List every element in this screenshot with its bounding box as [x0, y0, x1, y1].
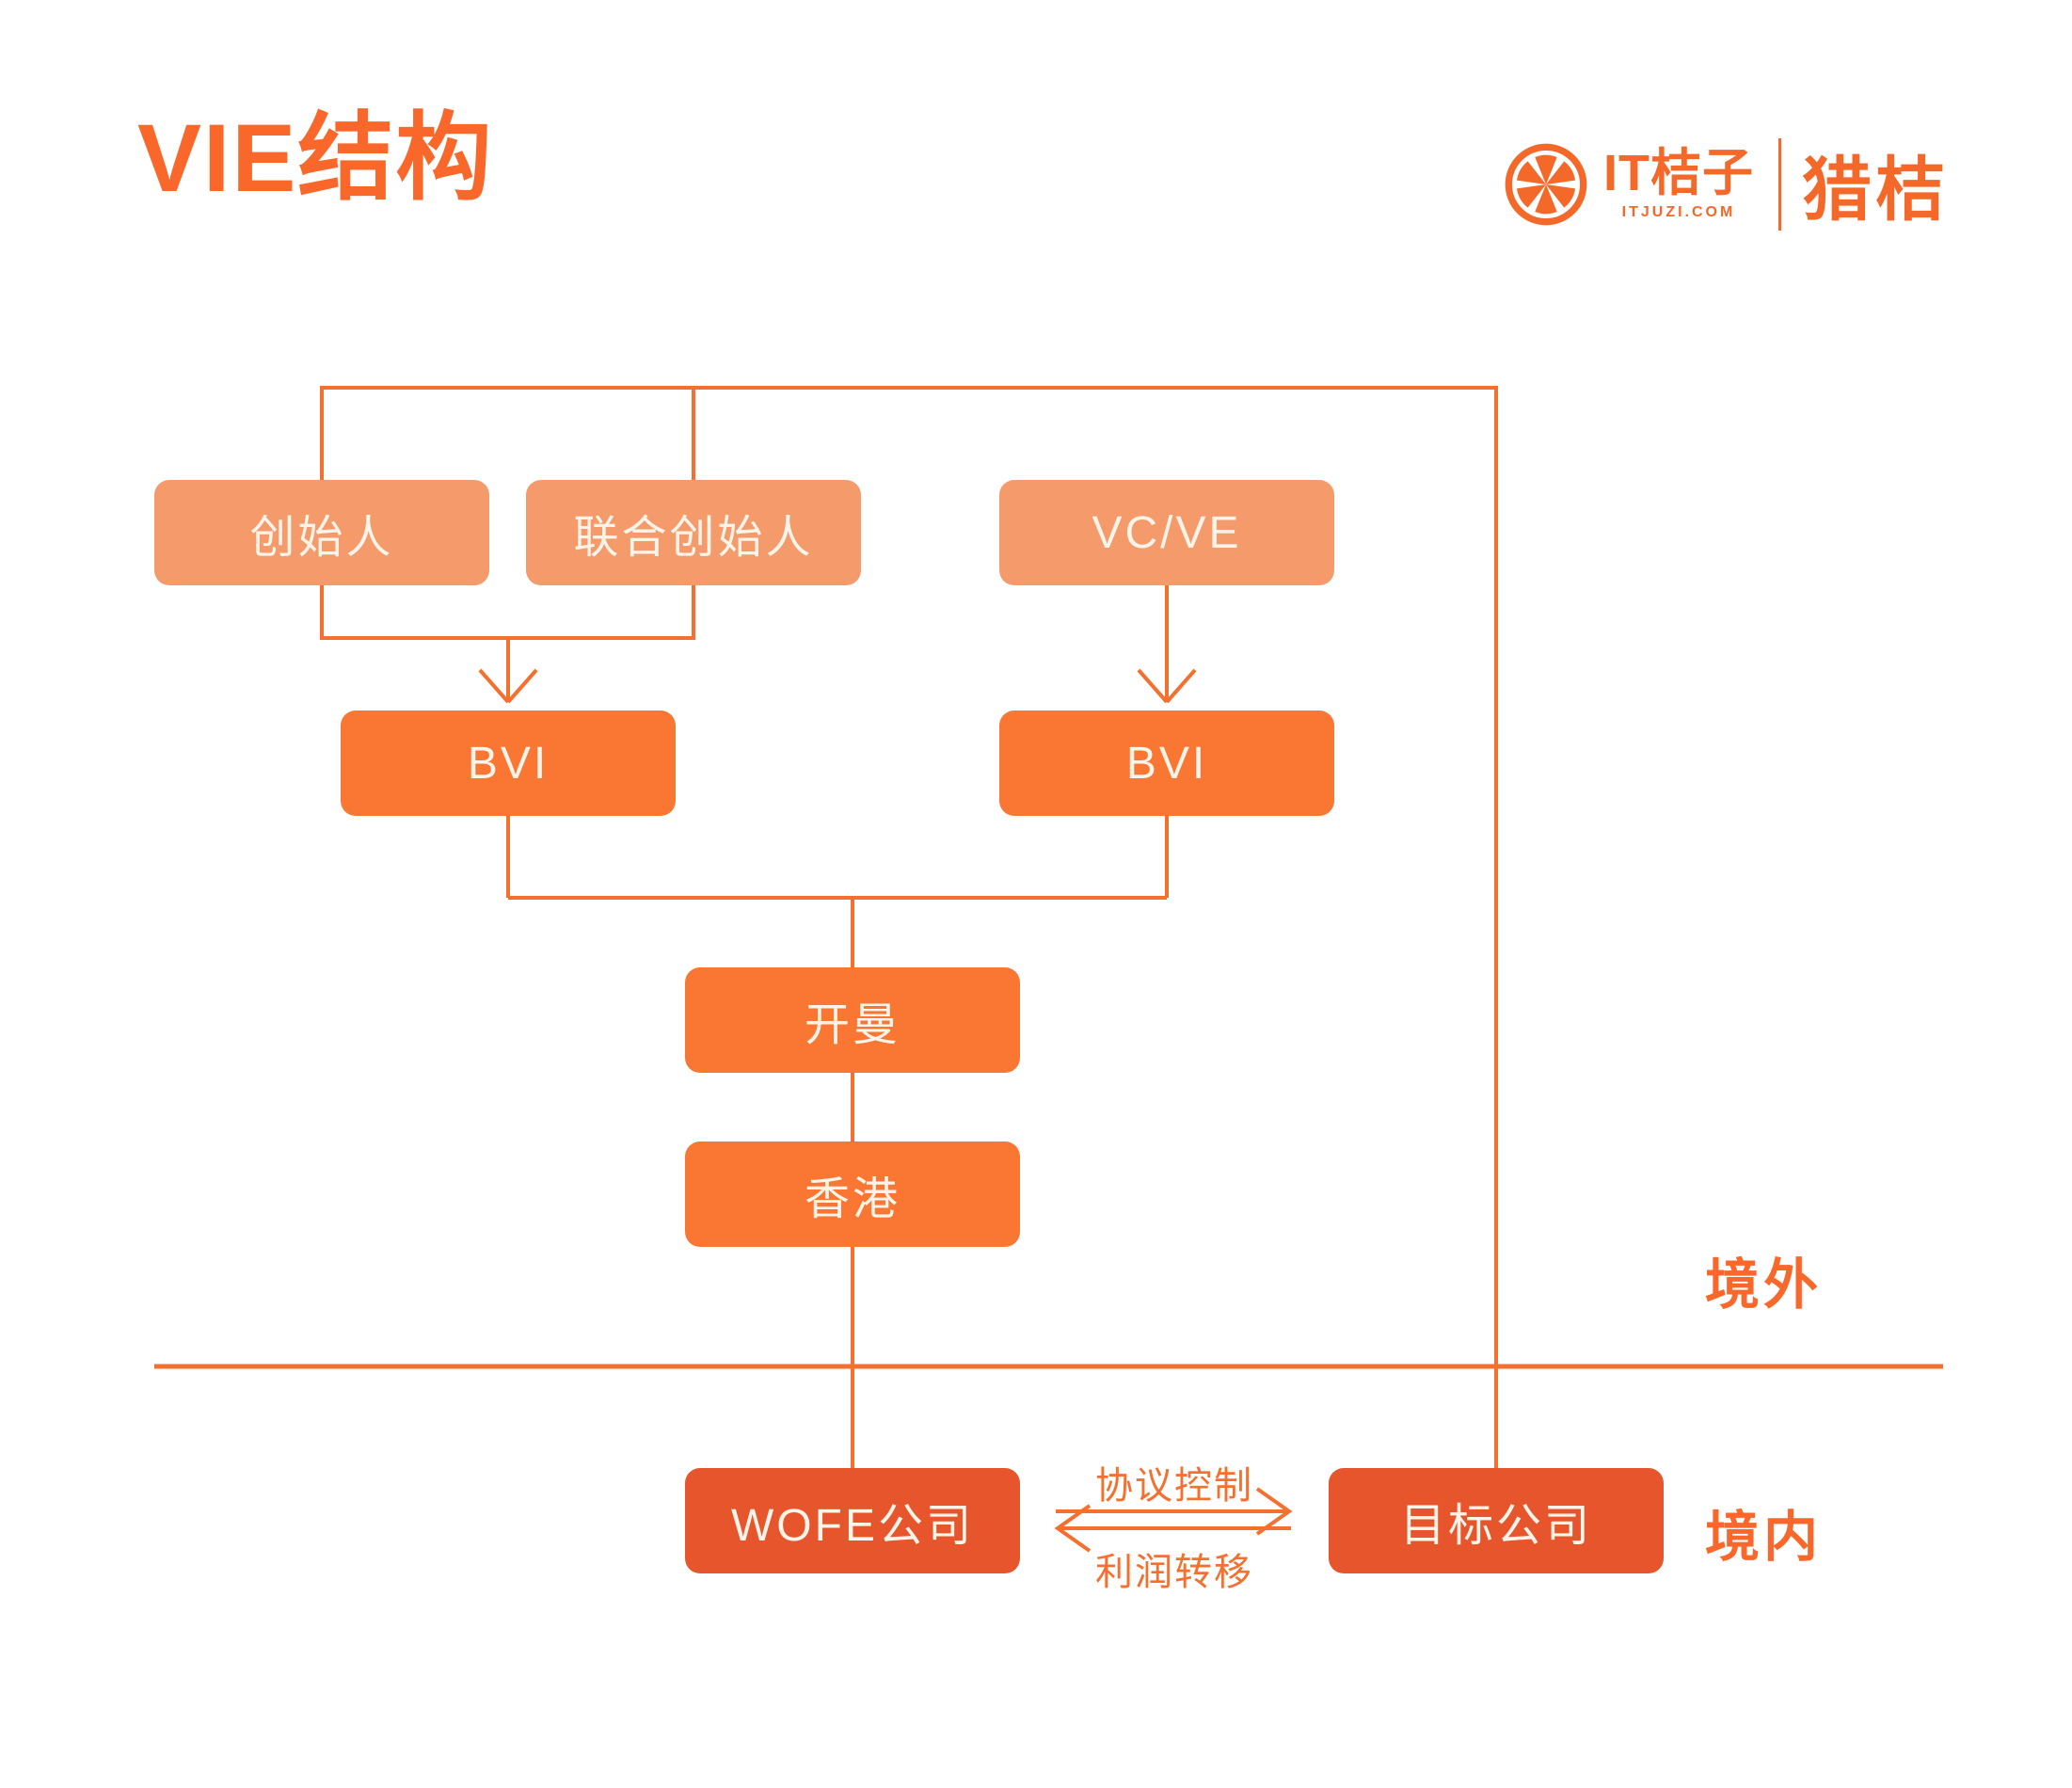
- node-vc-ve: VC/VE: [999, 480, 1334, 585]
- logo-brand-block: IT桔子 ITJUZI.COM: [1603, 148, 1754, 221]
- node-wofe: WOFE公司: [685, 1468, 1020, 1573]
- node-hongkong: 香港: [685, 1141, 1020, 1247]
- vcve-to-bvi-arrow: [1137, 585, 1197, 704]
- founders-join-bracket: [320, 585, 695, 640]
- node-bvi-right: BVI: [999, 710, 1334, 816]
- node-cayman: 开曼: [685, 967, 1020, 1073]
- region-onshore-label: 境内: [1705, 1507, 1823, 1568]
- logo-brand: IT桔子: [1603, 144, 1754, 201]
- node-target: 目标公司: [1329, 1468, 1664, 1573]
- logo-partner: 猎桔: [1802, 151, 1949, 229]
- logo: IT桔子 ITJUZI.COM 猎桔: [1502, 134, 1949, 234]
- logo-divider: [1778, 137, 1781, 231]
- node-founder: 创始人: [154, 480, 489, 585]
- page-title: VIE结构: [137, 104, 494, 212]
- node-bvi-left: BVI: [341, 710, 676, 816]
- bvi-join-bracket: [506, 816, 1169, 967]
- orange-slice-icon: [1505, 143, 1587, 225]
- profit-transfer-label: 利润转移: [1095, 1552, 1253, 1593]
- founders-to-bvi-arrow: [478, 638, 538, 704]
- agreement-control-label: 协议控制: [1095, 1465, 1253, 1507]
- node-cofounder: 联合创始人: [526, 480, 861, 585]
- logo-domain: ITJUZI.COM: [1621, 203, 1736, 220]
- region-offshore-label: 境外: [1705, 1254, 1823, 1316]
